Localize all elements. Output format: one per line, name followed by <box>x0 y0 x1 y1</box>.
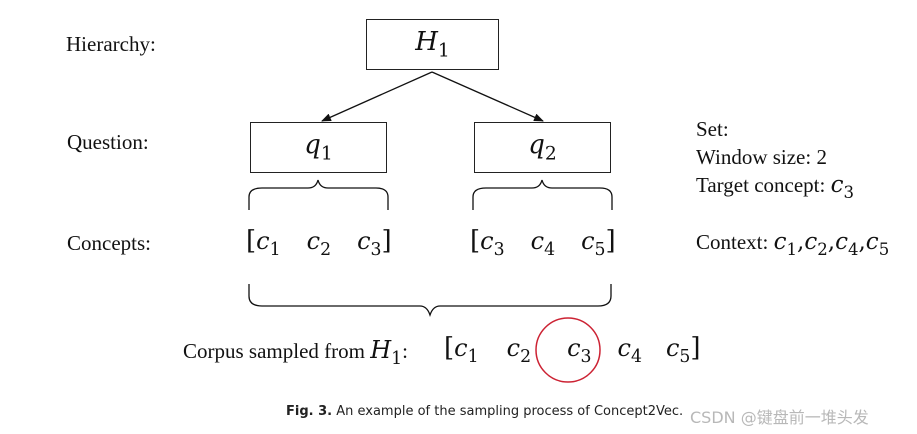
corpus-item: c2 <box>506 334 532 368</box>
concept-item: c3 <box>480 227 505 261</box>
corpus-colon: : <box>402 339 409 363</box>
corpus-label: Corpus sampled from H1: <box>183 336 409 370</box>
node-symbol: H <box>415 27 438 58</box>
node-subscript: 1 <box>320 143 333 165</box>
context-label-text: Context: <box>696 230 769 254</box>
arrow-h1-to-q1 <box>321 71 433 122</box>
corpus-item: c5 <box>665 334 691 368</box>
brace-corpus <box>248 284 612 318</box>
question-label: Question: <box>67 130 149 154</box>
concept-item: c1 <box>256 227 281 261</box>
concepts-label: Concepts: <box>67 231 151 255</box>
settings-window-size: Window size: 2 <box>696 145 827 169</box>
figure-caption: Fig. 3. An example of the sampling proce… <box>286 404 683 419</box>
watermark: CSDN @键盘前一堆头发 <box>690 408 869 427</box>
node-subscript: 2 <box>544 143 557 165</box>
hierarchy-label: Hierarchy: <box>66 32 156 56</box>
brace-q2 <box>472 179 613 210</box>
question-node-q1: q1 <box>250 122 387 173</box>
concept-item: c3 <box>357 227 382 261</box>
hierarchy-node-h1: H1 <box>366 19 499 70</box>
arrow-h1-to-q2 <box>431 71 544 122</box>
concept-item: c2 <box>306 227 332 261</box>
question-node-q2: q2 <box>474 122 611 173</box>
corpus-item: c4 <box>617 334 642 368</box>
caption-fig-label: Fig. 3. <box>286 404 333 419</box>
settings-target-concept: Target concept: c3 <box>696 172 855 202</box>
node-subscript: 1 <box>437 40 450 62</box>
settings-set-label: Set: <box>696 117 729 141</box>
corpus-item: c1 <box>454 334 479 368</box>
corpus-label-text: Corpus sampled from <box>183 339 365 363</box>
concept-item: c5 <box>581 227 606 261</box>
target-highlight-circle <box>535 317 601 383</box>
node-symbol: q <box>304 130 321 161</box>
concept-item: c4 <box>530 227 556 261</box>
node-symbol: q <box>528 130 545 161</box>
target-label-text: Target concept: <box>696 173 826 197</box>
caption-text: An example of the sampling process of Co… <box>336 404 684 419</box>
corpus-item-target: c3 <box>567 334 592 368</box>
settings-context: Context: c1,c2,c4,c5 <box>696 229 890 259</box>
brace-q1 <box>248 179 389 210</box>
